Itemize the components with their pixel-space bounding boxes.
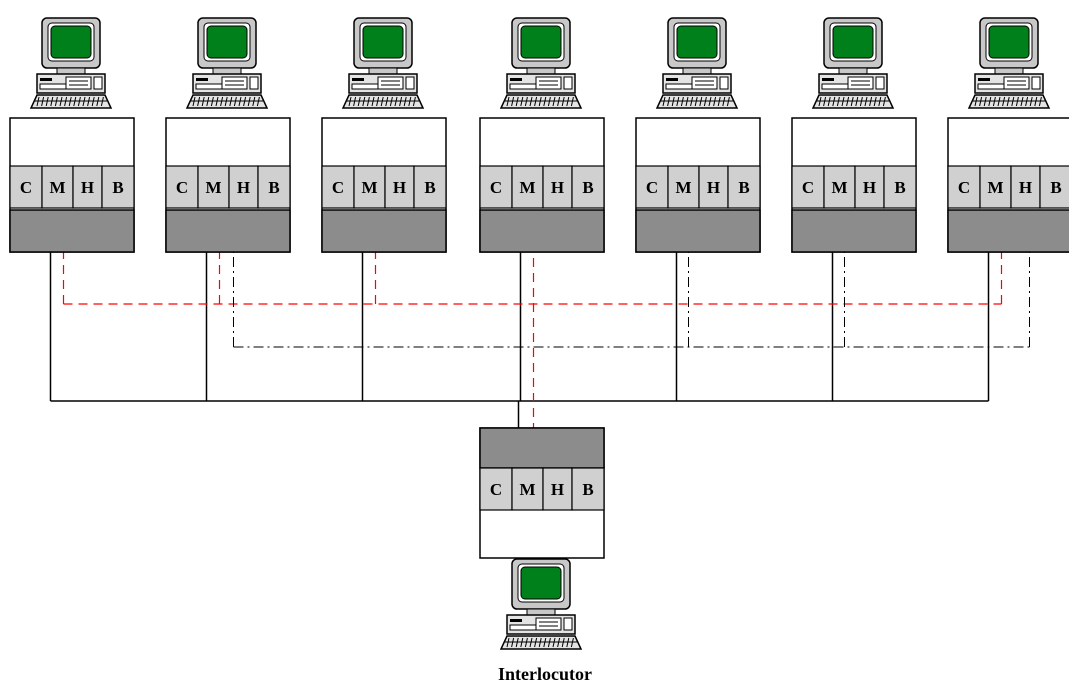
- computer-icon: [341, 17, 425, 109]
- cell-h: [698, 165, 729, 209]
- cell-m: [41, 165, 74, 209]
- node-band: [947, 209, 1069, 253]
- cell-label-c: C: [176, 178, 188, 197]
- computer-icon: [811, 17, 895, 109]
- cell-label-c: C: [490, 480, 502, 499]
- cell-label-h: H: [551, 178, 564, 197]
- node-band: [479, 209, 605, 253]
- cell-c: [479, 165, 513, 209]
- cell-label-c: C: [20, 178, 32, 197]
- node-band: [9, 209, 135, 253]
- cell-label-c: C: [490, 178, 502, 197]
- cell-label-m: M: [519, 178, 535, 197]
- cell-b: [413, 165, 447, 209]
- cell-h: [542, 467, 573, 511]
- cell-label-m: M: [831, 178, 847, 197]
- cell-b: [257, 165, 291, 209]
- cell-c: [165, 165, 199, 209]
- cell-m: [667, 165, 700, 209]
- cell-label-b: B: [582, 480, 593, 499]
- cell-label-m: M: [49, 178, 65, 197]
- interlocutor-band: [479, 427, 605, 469]
- cell-label-c: C: [646, 178, 658, 197]
- cell-label-h: H: [707, 178, 720, 197]
- cell-c: [635, 165, 669, 209]
- cell-label-h: H: [863, 178, 876, 197]
- cell-label-c: C: [958, 178, 970, 197]
- cell-c: [479, 467, 513, 511]
- cell-m: [197, 165, 230, 209]
- cell-label-b: B: [424, 178, 435, 197]
- computer-icon: [29, 17, 113, 109]
- cell-label-b: B: [582, 178, 593, 197]
- cell-label-b: B: [112, 178, 123, 197]
- cell-b: [571, 165, 605, 209]
- computer-icon: [499, 558, 583, 650]
- cell-label-h: H: [81, 178, 94, 197]
- cell-label-h: H: [237, 178, 250, 197]
- computer-icon: [967, 17, 1051, 109]
- cell-label-c: C: [802, 178, 814, 197]
- cell-label-h: H: [551, 480, 564, 499]
- cell-label-m: M: [519, 480, 535, 499]
- cell-c: [947, 165, 981, 209]
- interlocutor-label: Interlocutor: [498, 664, 592, 684]
- cell-label-m: M: [675, 178, 691, 197]
- cell-b: [571, 467, 605, 511]
- cell-label-b: B: [738, 178, 749, 197]
- cell-label-b: B: [894, 178, 905, 197]
- cell-b: [1039, 165, 1069, 209]
- cell-b: [101, 165, 135, 209]
- node-band: [165, 209, 291, 253]
- cell-b: [727, 165, 761, 209]
- node-band: [791, 209, 917, 253]
- cell-h: [542, 165, 573, 209]
- cell-label-h: H: [393, 178, 406, 197]
- cell-label-h: H: [1019, 178, 1032, 197]
- cell-label-m: M: [361, 178, 377, 197]
- cell-label-b: B: [1050, 178, 1061, 197]
- cell-label-m: M: [987, 178, 1003, 197]
- cell-label-b: B: [268, 178, 279, 197]
- computer-icon: [655, 17, 739, 109]
- node-band: [635, 209, 761, 253]
- cell-m: [823, 165, 856, 209]
- cell-h: [228, 165, 259, 209]
- cell-h: [384, 165, 415, 209]
- cell-h: [1010, 165, 1041, 209]
- cell-b: [883, 165, 917, 209]
- cell-c: [9, 165, 43, 209]
- node-band: [321, 209, 447, 253]
- cell-label-c: C: [332, 178, 344, 197]
- cell-label-m: M: [205, 178, 221, 197]
- computer-icon: [185, 17, 269, 109]
- cell-m: [979, 165, 1012, 209]
- computer-icon: [499, 17, 583, 109]
